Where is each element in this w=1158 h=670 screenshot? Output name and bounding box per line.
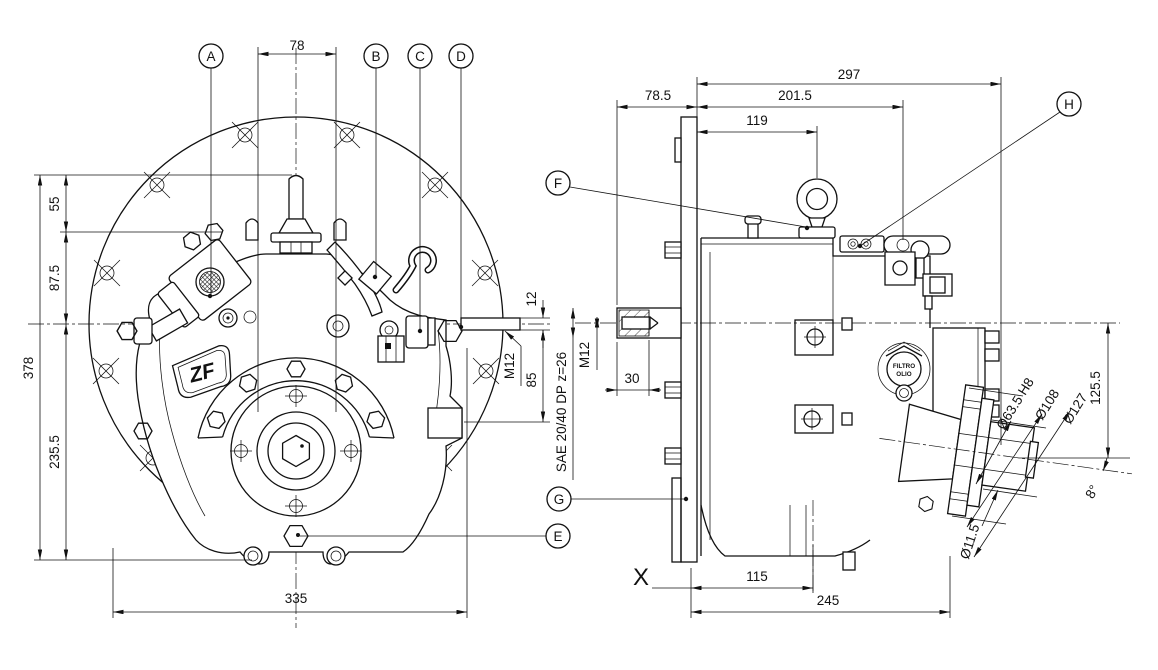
dia-11-5: Ø11.5 [957, 522, 982, 561]
filter-label-bottom: OLIO [896, 371, 911, 378]
angle-8: 8° [1082, 482, 1101, 501]
dia-108: Ø108 [1032, 387, 1062, 423]
zf-logo: ZF [171, 344, 232, 399]
svg-text:H: H [1064, 97, 1074, 112]
callout-d: D [448, 43, 474, 330]
dim-78-5: 78.5 [645, 88, 671, 103]
callout-b: B [363, 43, 389, 280]
dim-125-5: 125.5 [1088, 371, 1103, 405]
input-shaft [616, 307, 682, 339]
input-shaft-top [245, 174, 347, 254]
oil-filter: FILTRO OLIO [877, 341, 931, 402]
svg-text:F: F [554, 176, 562, 191]
callout-f: F [545, 170, 810, 231]
callout-c: C [407, 43, 433, 334]
label-m12-stud: M12 [502, 353, 517, 379]
shift-lever [839, 235, 953, 310]
filter-label-top: FILTRO [893, 363, 915, 370]
left-lugs [116, 317, 153, 440]
breather-plug [744, 215, 762, 239]
svg-text:C: C [415, 49, 425, 64]
svg-text:E: E [553, 529, 562, 544]
callout-e: E [300, 523, 571, 549]
dim-335: 335 [285, 591, 308, 606]
dim-12: 12 [524, 291, 539, 306]
bell-arch [197, 357, 395, 439]
datum-x: X [633, 564, 649, 591]
front-view-dimensions: 78 378 55 87.5 235.5 335 12 85 M12 [21, 38, 550, 618]
callout-g: G [546, 486, 689, 512]
mounting-plate [671, 116, 698, 563]
dim-245: 245 [817, 593, 840, 608]
label-m12-shaft: M12 [577, 342, 592, 368]
output-flange [229, 384, 363, 518]
front-view: ZF [28, 48, 552, 628]
dipstick-hook [392, 246, 437, 294]
dim-30: 30 [624, 371, 639, 386]
callouts: A B C D E F G H [198, 43, 1082, 549]
dia-127: Ø127 [1060, 391, 1090, 427]
dim-378: 378 [21, 357, 36, 380]
mount-pad [427, 407, 463, 439]
dim-85: 85 [524, 372, 539, 387]
svg-text:D: D [456, 49, 466, 64]
svg-text:A: A [206, 49, 215, 64]
bottom-rim-bolts [243, 524, 346, 566]
dim-235-5: 235.5 [47, 435, 62, 469]
dim-119: 119 [746, 113, 768, 128]
side-view: FILTRO OLIO [575, 116, 1132, 592]
svg-text:G: G [554, 492, 565, 507]
eyebolt [796, 178, 838, 239]
dim-78: 78 [289, 38, 304, 53]
callout-h: H [857, 91, 1082, 249]
dim-55: 55 [47, 196, 62, 211]
dim-87-5: 87.5 [47, 265, 62, 291]
svg-text:B: B [371, 49, 380, 64]
dim-297: 297 [838, 67, 861, 82]
spline-spec: SAE 20/40 DP z=26 [554, 352, 569, 472]
dim-201-5: 201.5 [778, 88, 812, 103]
pump-cluster [147, 222, 252, 342]
plate-bolts [664, 241, 682, 465]
dim-115: 115 [746, 569, 768, 584]
case-profile [700, 237, 931, 592]
side-view-dimensions: 297 78.5 201.5 119 SAE 20/40 DP z=26 M12… [554, 67, 1130, 618]
callout-a: A [198, 43, 224, 299]
selector-hardware [243, 241, 521, 363]
